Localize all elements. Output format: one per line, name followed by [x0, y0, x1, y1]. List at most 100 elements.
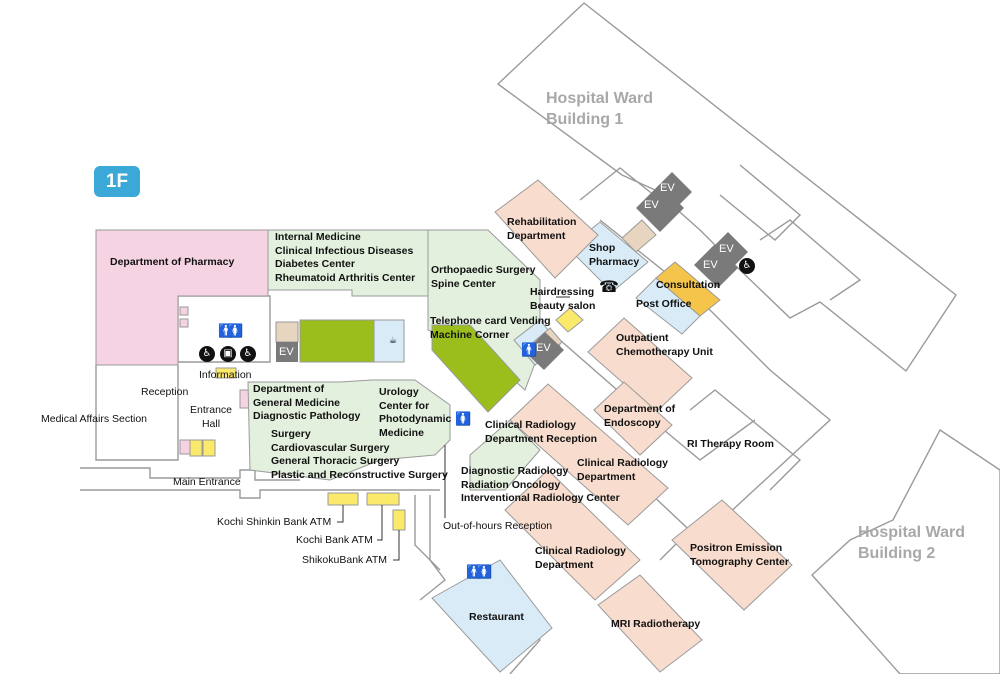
telephone-icon: ☎	[599, 277, 619, 296]
ev-label-1: EV	[644, 199, 659, 211]
locker-icon: ▣	[220, 346, 236, 362]
general-medicine-label: Department of General Medicine Diagnosti…	[253, 383, 360, 424]
shop-line-2: Pharmacy	[589, 255, 640, 268]
ev-label-2: EV	[660, 182, 675, 194]
outer-wall-south-2	[80, 489, 440, 499]
information-label: Information	[199, 369, 252, 381]
ward-1-annex	[719, 164, 802, 241]
crad2-line-1: Clinical Radiology	[535, 545, 627, 557]
entrance-line-2: Hall	[201, 417, 221, 430]
ward-building-2-label: Hospital Ward Building 2	[858, 522, 965, 564]
atm-kochi-shinkin	[327, 492, 359, 506]
diag-line-1: Diagnostic Radiology	[461, 465, 569, 477]
telcard-line-2: Machine Corner	[430, 328, 510, 341]
ev-label-3: EV	[703, 259, 718, 271]
hair-line-2: Beauty salon	[530, 299, 596, 312]
shop-label: Shop Pharmacy	[589, 242, 639, 269]
post-office-label: Post Office	[636, 298, 692, 310]
leader-kochi-shinkin	[337, 505, 344, 523]
corridor-outline-2	[559, 339, 756, 461]
pharmacy-area	[95, 229, 269, 366]
restroom-male-icon: 🚹	[218, 324, 235, 339]
crad-dept1-label: Clinical Radiology Department	[577, 457, 668, 484]
crad1-line-2: Department	[577, 470, 636, 483]
outer-wall-south	[80, 467, 300, 481]
endoscopy-area	[593, 381, 673, 456]
diag-rad-label: Diagnostic Radiology Radiation Oncology …	[461, 465, 620, 506]
small-pink-1	[179, 306, 189, 316]
diag-rad-area	[469, 419, 541, 491]
genmed-line-2: General Medicine	[253, 396, 340, 409]
urology-line-1: Urology	[379, 386, 419, 398]
ev-box-3	[694, 245, 738, 288]
crad2-line-2: Department	[535, 558, 594, 571]
path-south	[419, 495, 446, 601]
surgery-label: Surgery Cardiovascular Surgery General T…	[271, 428, 448, 482]
ev-box-2	[656, 172, 692, 208]
surgery-line-1: Surgery	[271, 428, 311, 440]
endoscopy-line-2: Endoscopy	[604, 416, 661, 429]
ev-label-5: EV	[536, 342, 551, 354]
path-south-2	[414, 495, 441, 571]
urology-line-2: Center for	[379, 399, 430, 412]
telcard-line-1: Telephone card Vending	[430, 315, 551, 327]
ortho-line-1: Orthopaedic Surgery	[431, 264, 536, 276]
crad-area-2	[504, 469, 641, 601]
reception-desk-1	[189, 439, 203, 457]
crad-rec-line-1: Clinical Radiology	[485, 419, 577, 431]
ev-box-6	[276, 342, 298, 362]
ward1-line-1: Hospital Ward	[546, 90, 653, 107]
chemo-line-2: Chemotherapy Unit	[616, 345, 713, 358]
ward-building-1-label: Hospital Ward Building 1	[546, 88, 653, 130]
atm-kochi	[366, 492, 400, 506]
restaurant-area	[431, 559, 553, 673]
atm-shikoku-label: ShikokuBank ATM	[302, 554, 388, 566]
endoscopy-line-1: Department of	[604, 403, 676, 415]
wheelchair-icon-2: ♿	[739, 258, 755, 274]
small-pink-2	[179, 318, 189, 328]
center-courtyard	[299, 319, 375, 363]
surgery-line-4: Plastic and Reconstructive Surgery	[271, 468, 448, 481]
chemo-label: Outpatient Chemotherapy Unit	[616, 332, 713, 359]
internal-line-1: Internal Medicine	[275, 231, 361, 243]
info-desk	[215, 367, 237, 379]
internal-medicine-label: Internal Medicine Clinical Infectious Di…	[275, 231, 415, 285]
consultation-area	[655, 261, 721, 317]
leader-shikoku	[393, 530, 400, 561]
rehab-area	[494, 179, 599, 279]
pharmacy-label: Department of Pharmacy	[110, 256, 235, 268]
ward2-line-2: Building 2	[858, 545, 936, 562]
crad-dept2-label: Clinical Radiology Department	[535, 545, 626, 572]
outer-wall-west	[95, 365, 179, 461]
atm-shikoku	[392, 509, 406, 531]
rehab-line-2: Department	[507, 229, 566, 242]
ortho-line-2: Spine Center	[431, 277, 496, 290]
restroom-male-icon-3: 🚹	[466, 565, 483, 580]
ward2-line-1: Hospital Ward	[858, 524, 965, 541]
consultation-label: Consultation	[656, 279, 721, 291]
reception-desk-2	[202, 439, 216, 457]
stairs-3	[275, 321, 299, 343]
stairs-1	[621, 219, 657, 253]
restroom-female-icon-3: 🚺	[476, 565, 493, 580]
endoscopy-label: Department of Endoscopy	[604, 403, 675, 430]
entrance-line-1: Entrance	[190, 404, 233, 416]
restroom-female-icon-2: 🚺	[455, 412, 472, 427]
out-of-hours-label: Out-of-hours Reception	[443, 520, 553, 532]
mri-area	[597, 574, 703, 673]
hairdressing-label: Hairdressing Beauty salon	[530, 286, 595, 313]
internal-line-4: Rheumatoid Arthritis Center	[275, 271, 416, 284]
atm-kochi-shinkin-label: Kochi Shinkin Bank ATM	[217, 516, 332, 528]
urology-line-3: Photodynamic	[379, 413, 452, 425]
urology-line-4: Medicine	[379, 426, 424, 439]
ev-box-5	[525, 332, 564, 370]
cafe-icon: ☕	[389, 336, 398, 346]
restroom-female-icon: 🚺	[227, 324, 244, 339]
medical-affairs-label: Medical Affairs Section	[41, 413, 148, 425]
telephone-corner-courtyard	[431, 324, 521, 413]
ward-building-2	[811, 428, 1000, 674]
rehab-line-1: Rehabilitation	[507, 216, 577, 228]
general-med-area	[247, 379, 451, 481]
chemo-line-1: Outpatient	[616, 332, 669, 344]
